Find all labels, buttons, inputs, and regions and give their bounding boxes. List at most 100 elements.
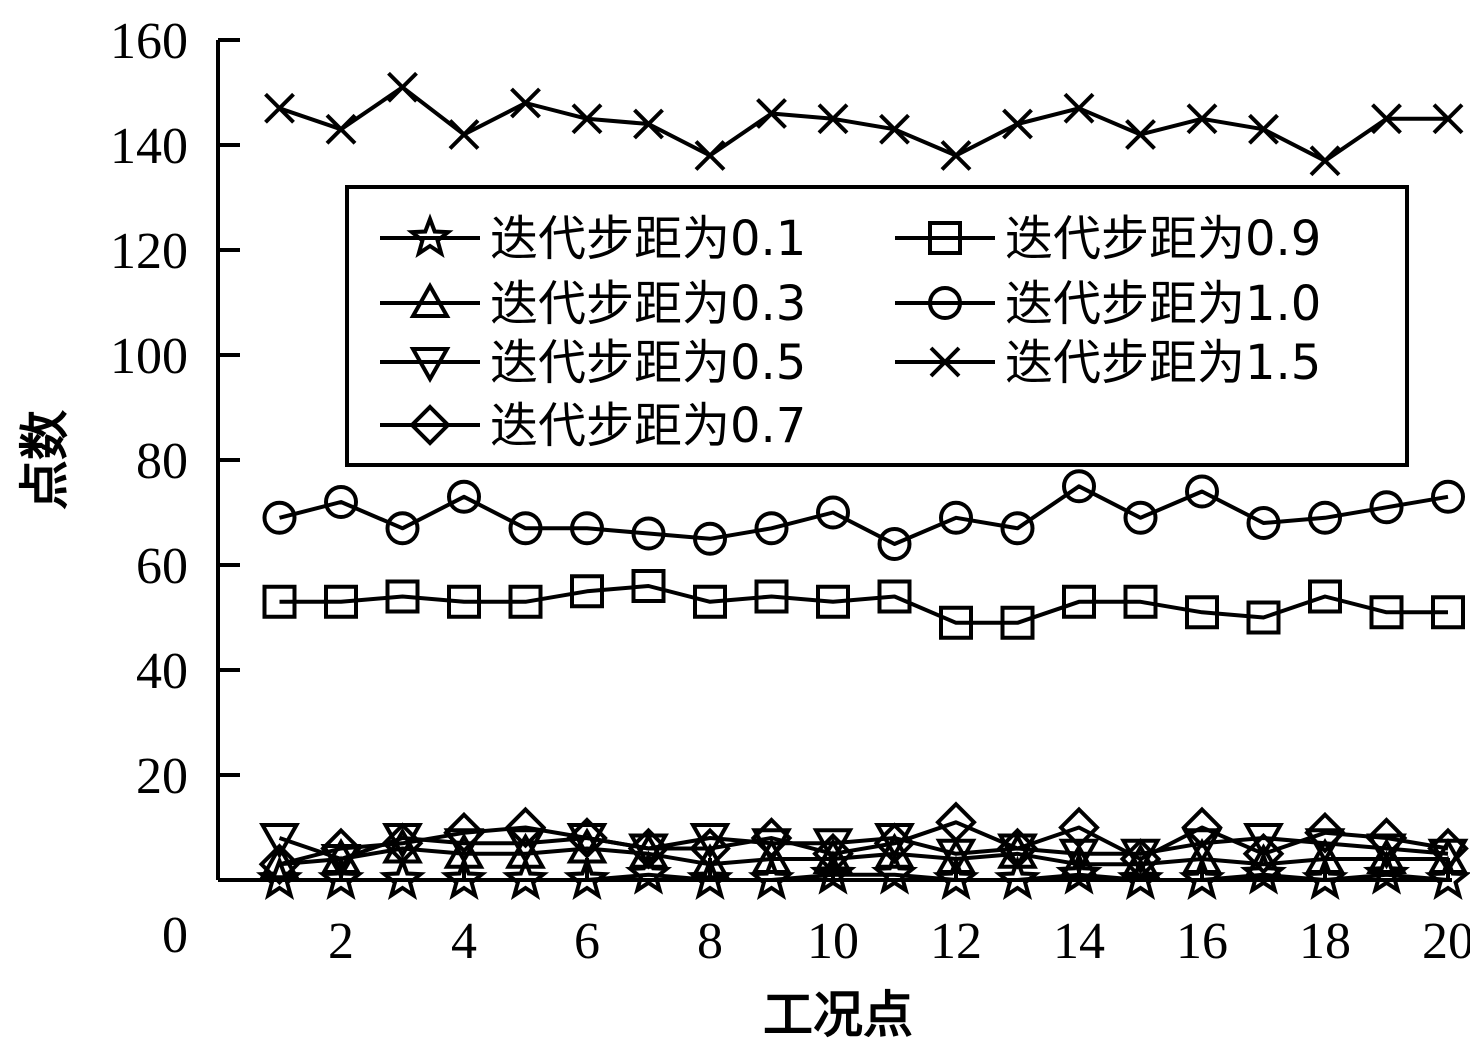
data-point xyxy=(387,71,418,103)
y-tick-label: 160 xyxy=(110,13,188,70)
series-layer xyxy=(255,71,1470,901)
data-point xyxy=(385,579,420,614)
y-tick-label: 80 xyxy=(136,433,188,490)
data-point xyxy=(385,511,420,546)
data-point xyxy=(1119,838,1162,880)
legend-item: 迭代步距为0.9 xyxy=(895,211,1321,267)
data-point xyxy=(563,855,611,901)
legend-label: 迭代步距为0.5 xyxy=(490,335,806,391)
data-point xyxy=(756,98,787,129)
data-point xyxy=(754,579,789,614)
data-point xyxy=(939,500,973,535)
data-point xyxy=(447,479,481,514)
data-point xyxy=(1181,806,1223,849)
legend-label: 迭代步距为0.1 xyxy=(490,211,806,267)
data-point xyxy=(694,140,726,171)
data-point xyxy=(877,527,912,561)
data-point xyxy=(1125,119,1156,150)
data-point xyxy=(750,817,793,859)
data-point xyxy=(1181,828,1223,865)
legend-item: 迭代步距为1.5 xyxy=(895,335,1321,391)
data-point xyxy=(570,574,604,609)
y-tick-label: 100 xyxy=(110,328,188,385)
data-point xyxy=(1248,113,1279,145)
data-point xyxy=(939,605,973,640)
data-point xyxy=(816,584,850,619)
legend-label: 迭代步距为1.0 xyxy=(1005,276,1321,332)
data-point xyxy=(751,837,792,874)
legend-item: 迭代步距为0.7 xyxy=(380,398,806,454)
data-point xyxy=(443,811,485,854)
data-point xyxy=(570,511,604,546)
data-point xyxy=(440,855,488,901)
data-point xyxy=(627,827,670,870)
data-point xyxy=(258,843,301,886)
data-point xyxy=(264,92,295,124)
data-point xyxy=(504,806,547,849)
x-tick-label: 10 xyxy=(807,913,859,970)
y-tick-label: 120 xyxy=(110,223,188,280)
data-point xyxy=(262,584,297,619)
data-point xyxy=(508,511,543,546)
data-point xyxy=(631,516,666,551)
data-point xyxy=(1366,837,1407,874)
data-point xyxy=(1000,511,1035,546)
x-tick-label: 14 xyxy=(1053,913,1105,970)
x-tick-label: 20 xyxy=(1422,913,1470,970)
data-point xyxy=(448,119,480,150)
data-point xyxy=(443,828,485,865)
data-point xyxy=(1366,833,1407,870)
x-tick-label: 18 xyxy=(1299,913,1351,970)
data-point xyxy=(566,817,608,859)
data-point xyxy=(1308,579,1342,614)
data-point xyxy=(1062,584,1096,619)
data-point xyxy=(1365,817,1408,859)
data-point xyxy=(1185,474,1219,509)
data-point xyxy=(1243,823,1284,860)
data-point xyxy=(1242,832,1285,875)
data-point xyxy=(1181,837,1223,874)
series-5 xyxy=(262,569,1465,640)
data-point xyxy=(817,103,849,135)
data-point xyxy=(940,140,972,171)
y-axis-title: 点数 xyxy=(16,410,74,510)
legend-item: 迭代步距为0.3 xyxy=(380,276,806,332)
data-point xyxy=(1304,828,1346,865)
data-point xyxy=(996,827,1039,870)
y-tick-label: 140 xyxy=(110,118,188,175)
data-point xyxy=(1246,600,1281,635)
data-point xyxy=(689,843,731,880)
data-point xyxy=(443,832,485,869)
data-point xyxy=(1304,837,1346,874)
legend-label: 迭代步距为1.5 xyxy=(1005,335,1321,391)
legend-marker xyxy=(928,286,962,320)
series-7 xyxy=(264,71,1464,177)
data-point xyxy=(1369,595,1404,630)
data-point xyxy=(935,801,977,844)
data-point xyxy=(501,855,550,901)
series-4 xyxy=(258,801,1469,886)
series-6 xyxy=(262,469,1465,561)
data-point xyxy=(1123,584,1158,619)
legend-item: 迭代步距为1.0 xyxy=(895,276,1321,332)
data-point xyxy=(1369,490,1404,525)
data-point xyxy=(508,584,543,619)
data-point xyxy=(1308,500,1342,535)
data-point xyxy=(812,832,854,875)
series-line xyxy=(279,484,1449,546)
data-point xyxy=(1185,595,1219,630)
legend-marker xyxy=(928,221,962,255)
data-point xyxy=(1431,595,1465,630)
x-tick-label: 4 xyxy=(451,913,477,970)
data-point xyxy=(381,822,424,865)
data-point xyxy=(1309,145,1341,177)
x-tick-label: 2 xyxy=(328,913,354,970)
data-point xyxy=(877,579,912,614)
data-point xyxy=(320,827,362,870)
legend-marker xyxy=(409,281,451,318)
data-point xyxy=(631,569,666,603)
legend-marker xyxy=(409,347,451,384)
